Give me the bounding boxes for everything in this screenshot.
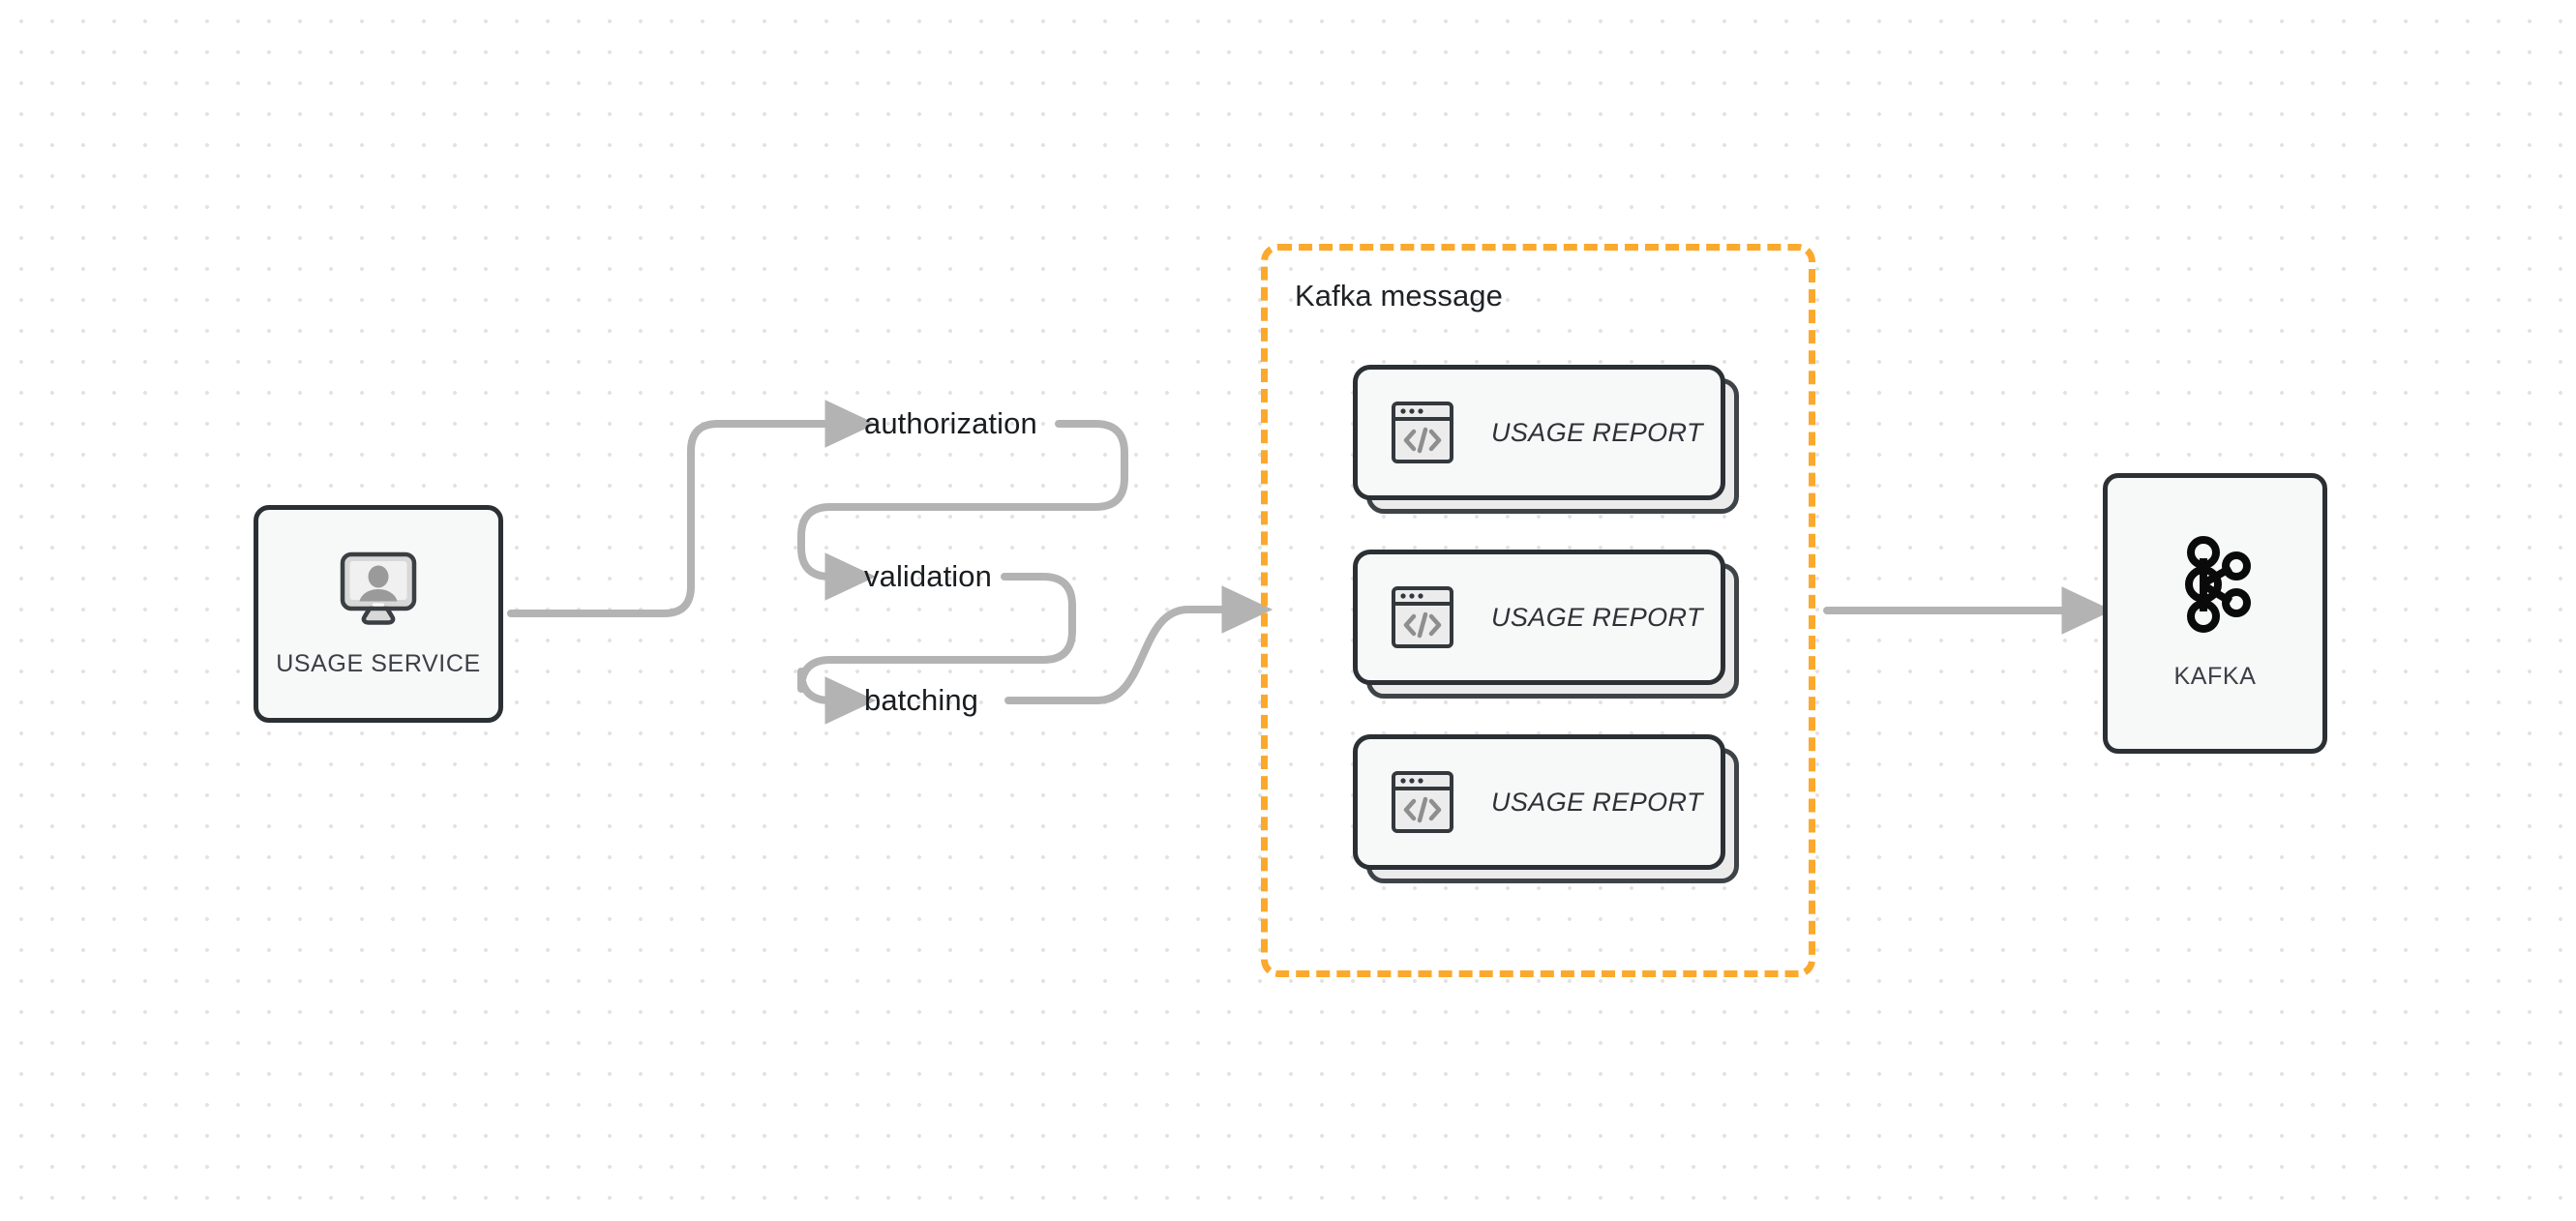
- card-front[interactable]: USAGE REPORT: [1353, 365, 1725, 500]
- usage-report-card-label: USAGE REPORT: [1491, 787, 1703, 817]
- code-window-icon: [1391, 401, 1454, 464]
- code-window-icon: [1391, 770, 1454, 834]
- pipeline-step-validation[interactable]: validation: [864, 559, 992, 593]
- kafka-message-group[interactable]: [1261, 244, 1815, 977]
- edge-validation-to-batching: [797, 573, 1076, 725]
- node-kafka-label: KAFKA: [2173, 663, 2257, 690]
- usage-report-card[interactable]: USAGE REPORT: [1353, 550, 1739, 699]
- edge-batching-to-kafka-message: [1004, 585, 1273, 704]
- pipeline-step-authorization[interactable]: authorization: [864, 406, 1037, 440]
- usage-report-card[interactable]: USAGE REPORT: [1353, 734, 1739, 883]
- kafka-message-title: Kafka message: [1295, 279, 1503, 313]
- card-front[interactable]: USAGE REPORT: [1353, 734, 1725, 870]
- monitor-user-icon: [337, 551, 420, 631]
- usage-report-card-label: USAGE REPORT: [1491, 602, 1703, 632]
- pipeline-step-batching[interactable]: batching: [864, 683, 979, 717]
- node-usage-service-label: USAGE SERVICE: [276, 649, 481, 677]
- kafka-logo-icon: [2174, 536, 2256, 638]
- edge-usage-service-to-authorization: [507, 400, 877, 617]
- card-front[interactable]: USAGE REPORT: [1353, 550, 1725, 685]
- usage-report-card[interactable]: USAGE REPORT: [1353, 365, 1739, 514]
- usage-report-card-label: USAGE REPORT: [1491, 417, 1703, 447]
- node-kafka[interactable]: KAFKA: [2103, 473, 2327, 754]
- node-usage-service[interactable]: USAGE SERVICE: [254, 505, 503, 723]
- code-window-icon: [1391, 585, 1454, 649]
- edge-authorization-to-validation: [797, 420, 1128, 601]
